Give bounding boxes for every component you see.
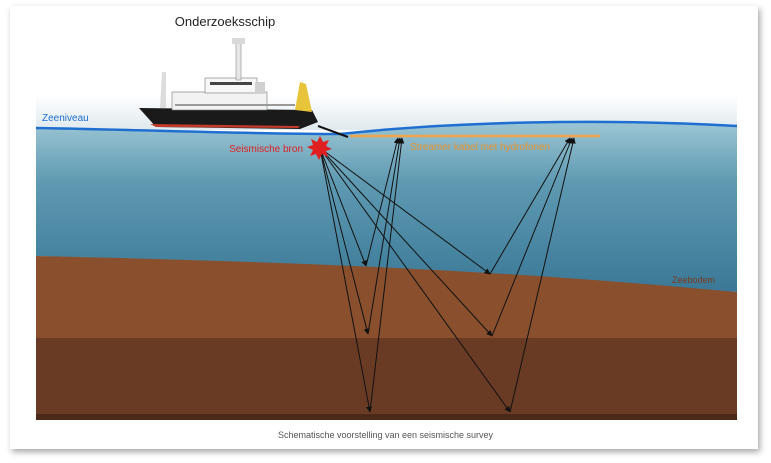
sea-level-label: Zeeniveau [42,113,89,124]
ship-mast [235,41,242,81]
ray-down [319,147,370,335]
ship-mast-top [232,38,245,44]
sediment-layer-1 [36,256,737,338]
tow-cable [317,125,349,138]
ray-up [489,137,571,275]
streamer-label: Streamer kabel met hydrofonen [410,142,550,153]
ship-bow-stripe [150,124,300,128]
ray-up [367,137,403,335]
ray-down [319,147,511,413]
ship-funnel [255,82,265,94]
source-label: Seismische bron [229,144,303,155]
seismic-rays [319,137,576,413]
ray-up [369,137,405,413]
ship-crane [160,72,166,108]
ray-down [319,147,493,337]
seismic-source-icon [307,136,332,160]
ship-windows [210,82,252,85]
sediment-layer-2 [36,338,737,414]
ship-deck-rail [175,104,295,106]
bedrock-strip [36,414,737,420]
ray-up [509,137,576,413]
ship-label: Onderzoeksschip [175,14,275,29]
ray-up [491,137,573,337]
ray-up [365,137,400,267]
ray-down [319,147,372,413]
ship-a-frame [295,82,312,112]
ray-down [319,147,367,267]
ship-bridge [204,77,258,94]
ship-hull [139,108,318,129]
ship-deck-house [171,91,268,111]
ray-down [319,147,491,275]
figure-caption: Schematische voorstelling van een seismi… [277,430,494,440]
research-ship [139,38,318,129]
seabed-label: Zeebodem [672,275,715,285]
